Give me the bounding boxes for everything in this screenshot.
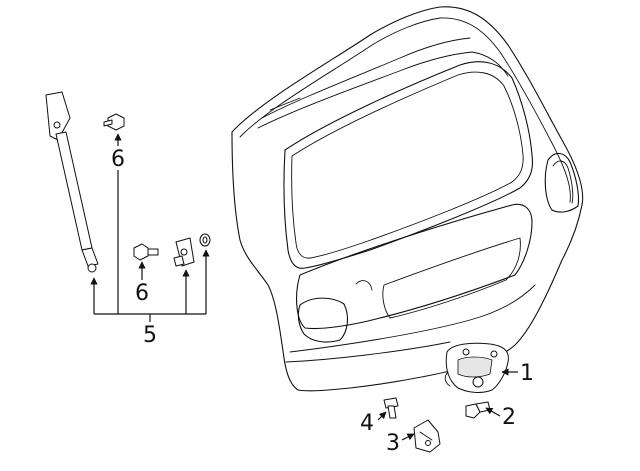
bolt-4 (383, 397, 399, 419)
latch-assembly (444, 342, 509, 393)
callout-5: 5 (143, 323, 157, 348)
strut-washer (199, 233, 211, 247)
callout-4: 4 (360, 411, 374, 436)
liftgate (231, 6, 584, 392)
strut-bolt-top (103, 113, 125, 131)
callout-1: 1 (520, 361, 534, 386)
callout-3: 3 (386, 431, 400, 456)
striker-bracket (413, 419, 441, 453)
strut-bolt-bottom (133, 243, 159, 261)
callout-6-bottom: 6 (135, 281, 149, 306)
leader-lines (90, 133, 518, 441)
callout-2: 2 (502, 405, 516, 430)
callout-6-top: 6 (111, 147, 125, 172)
lift-support-strut (45, 91, 99, 273)
bolt-2 (465, 401, 491, 419)
strut-bracket (173, 237, 195, 267)
